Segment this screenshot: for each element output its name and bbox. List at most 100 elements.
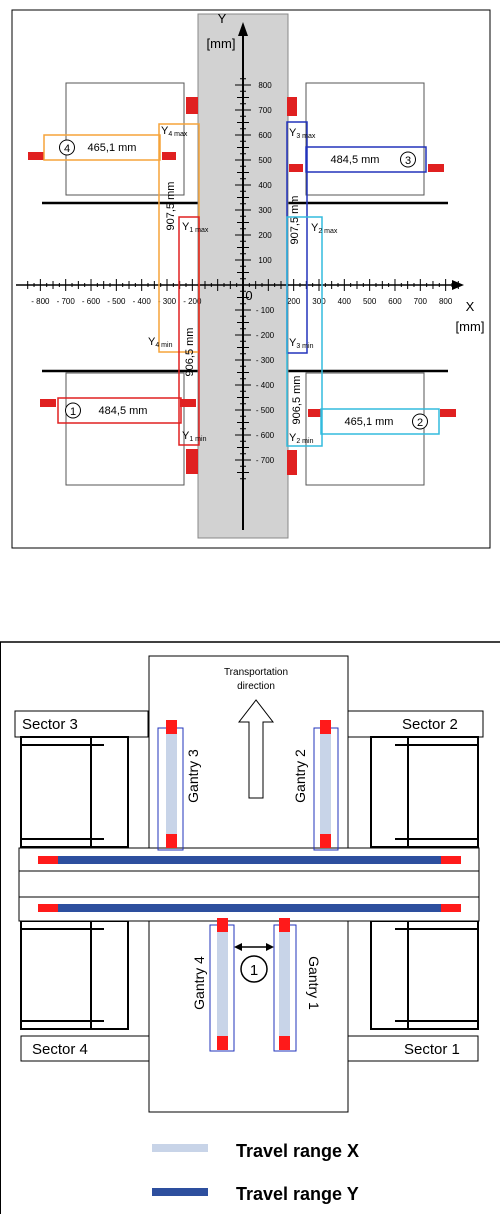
y-tick-label: - 600 [256, 431, 275, 440]
red-marker [217, 1036, 228, 1050]
red-marker [166, 720, 177, 734]
y-tick-label: - 400 [256, 381, 275, 390]
red-marker [162, 152, 176, 160]
x-tick-label: 300 [312, 297, 326, 306]
x-tick-label: - 200 [183, 297, 202, 306]
y-tick-label: 600 [258, 131, 272, 140]
red-marker [440, 409, 456, 417]
red-marker [180, 399, 196, 407]
red-marker [186, 449, 198, 474]
bottom-diagram: Transportation direction Sector 3 Sector… [0, 641, 500, 1214]
range-2-ymax-label: Y2 max [311, 222, 338, 235]
red-marker [441, 856, 461, 864]
red-marker [287, 450, 297, 475]
station-lower-left [20, 920, 129, 1030]
y-tick-label: - 200 [256, 331, 275, 340]
sector-1-box [347, 1035, 479, 1062]
range-1-circle [65, 402, 81, 419]
range-1-distance: 484,5 mm [99, 405, 148, 417]
travel-y-bar-lower [38, 904, 461, 912]
red-marker [279, 918, 290, 932]
range-4-ymax-label: Y4 max [161, 125, 188, 138]
gantry-1: Gantry 1 [273, 918, 322, 1052]
range-1-vertical-length: 906,5 mm [184, 328, 196, 377]
sector-box-top-right [305, 82, 425, 196]
range-4-vertical-length: 907,5 mm [165, 182, 177, 231]
range-2-distance-box [320, 408, 440, 435]
sector-box-bottom-left [65, 372, 185, 486]
red-marker [320, 834, 331, 848]
range-4-distance-box [43, 134, 161, 161]
transport-arrow-icon [237, 699, 275, 799]
sector-box-bottom-right [305, 372, 425, 486]
gantry-3-travel-x [166, 732, 177, 846]
station-upper-right [370, 736, 479, 848]
x-tick-label: - 400 [133, 297, 152, 306]
gantry-2: Gantry 2 [292, 720, 339, 851]
y-tick-label: - 100 [256, 306, 275, 315]
range-2-vertical-length: 906,5 mm [291, 376, 303, 425]
y-axis-arrow [238, 22, 248, 36]
sector-4-box [20, 1035, 150, 1062]
legend-label-x: Travel range X [236, 1141, 359, 1161]
x-tick-label: 400 [338, 297, 352, 306]
legend-label-y: Travel range Y [236, 1184, 359, 1204]
station-upper-left [20, 736, 129, 848]
cross-beam-middle [18, 870, 480, 898]
x-tick-label: 200 [287, 297, 301, 306]
gantry-2-travel-x [320, 732, 331, 846]
y-tick-label: 800 [258, 81, 272, 90]
arrow-head-left-icon [234, 943, 242, 951]
gantry-4-label: Gantry 4 [191, 956, 207, 1010]
x-tick-label: 800 [439, 297, 453, 306]
sector-box-top-left [65, 82, 185, 196]
sector-1-label: Sector 1 [404, 1041, 460, 1058]
legend-swatch-x [152, 1144, 208, 1152]
marker-circle [240, 955, 268, 983]
y-tick-label: - 300 [256, 356, 275, 365]
red-marker [320, 720, 331, 734]
red-marker [308, 409, 322, 417]
travel-y-bar-upper [38, 856, 461, 864]
x-tick-label: - 500 [107, 297, 126, 306]
sector-3-label: Sector 3 [22, 716, 78, 733]
x-tick-label: - 800 [31, 297, 50, 306]
red-marker [287, 97, 297, 116]
legend-swatch-y [152, 1188, 208, 1196]
gantry-1-travel-x [279, 930, 290, 1046]
range-4-circle [59, 139, 75, 156]
transport-label-line2: direction [237, 681, 275, 692]
y-tick-label: 100 [258, 256, 272, 265]
range-2-number: 2 [417, 417, 423, 429]
y-tick-label: 700 [258, 106, 272, 115]
range-2-circle [412, 413, 428, 430]
range-1-vertical-box [178, 216, 200, 446]
range-1-number: 1 [70, 406, 76, 418]
range-3-circle [400, 151, 416, 168]
red-marker [38, 856, 58, 864]
origin-label: 0 [245, 288, 252, 303]
gantry-3-label: Gantry 3 [185, 749, 201, 803]
range-3-vertical-length: 907,5 mm [289, 196, 301, 245]
y-tick-label: 400 [258, 181, 272, 190]
red-marker [28, 152, 44, 160]
range-3-number: 3 [405, 155, 411, 167]
range-3-distance: 484,5 mm [331, 154, 380, 166]
range-4-ymin-label: Y4 min [148, 336, 173, 349]
range-1-ymax-label: Y1 max [182, 221, 209, 234]
red-marker [217, 918, 228, 932]
red-marker [166, 834, 177, 848]
marker-number: 1 [250, 962, 258, 979]
x-axis-label: X [466, 299, 475, 314]
gantry-3: Gantry 3 [157, 720, 201, 851]
sector-3-box [14, 710, 149, 738]
range-2-distance: 465,1 mm [345, 416, 394, 428]
range-3-ymin-label: Y3 min [289, 337, 314, 350]
range-1-distance-box [57, 397, 182, 424]
x-tick-label: 600 [388, 297, 402, 306]
travel-range-1: 1 484,5 mm Y1 max Y1 min 906,5 mm [57, 216, 209, 446]
